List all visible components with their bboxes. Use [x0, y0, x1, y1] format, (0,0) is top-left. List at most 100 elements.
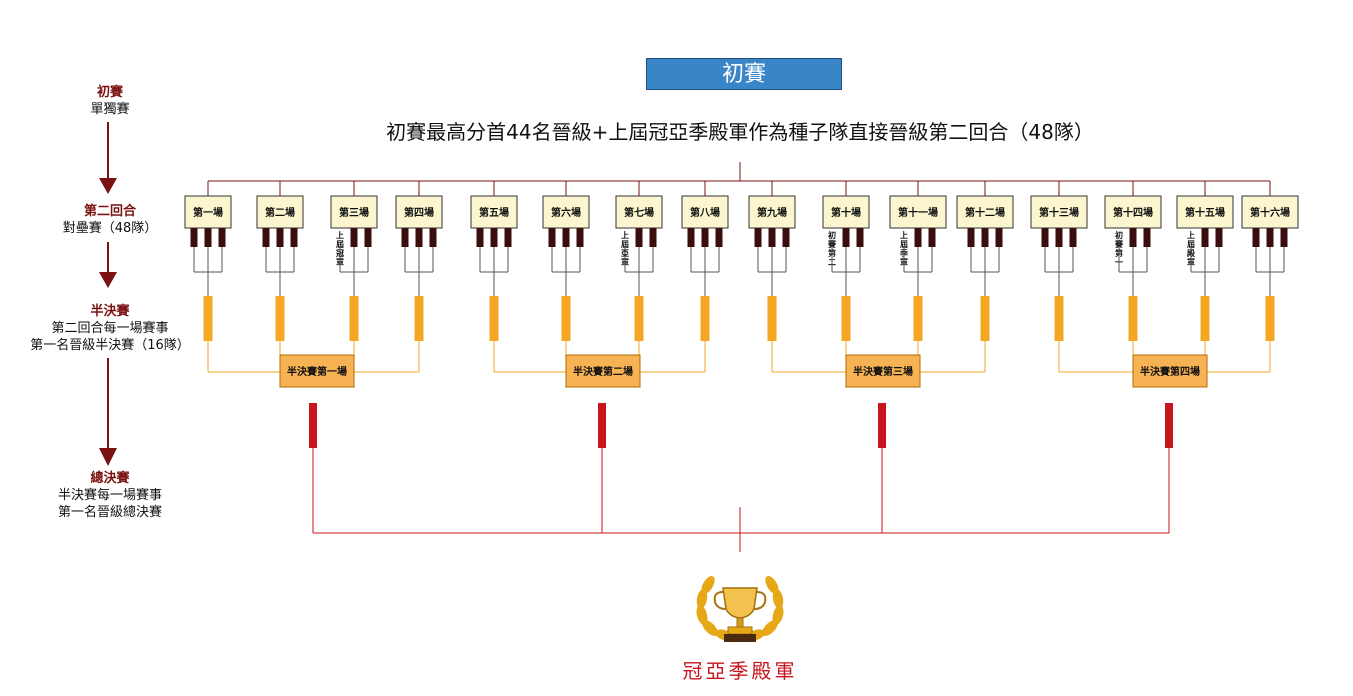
final-qualifier-bar — [1165, 403, 1173, 448]
trophy-icon — [696, 575, 784, 642]
semi-qualifier-bar — [841, 296, 851, 341]
semi-qualifier-bar — [414, 296, 424, 341]
final-qualifier-bar — [598, 403, 606, 448]
team-bar — [687, 228, 695, 247]
semi-qualifier-bar — [767, 296, 777, 341]
semifinal-label: 半決賽第一場 — [287, 365, 347, 378]
champion-label: 冠亞季殿軍 — [682, 659, 798, 683]
semi-qualifier-bar — [1128, 296, 1138, 341]
prelim-description: 初賽最高分首44名晉級+上屆冠亞季殿軍作為種子隊直接晉級第二回合（48隊） — [386, 120, 1094, 144]
semi-qualifier-bar — [275, 296, 285, 341]
semifinal-box — [565, 354, 641, 388]
match-label: 第十三場 — [1039, 206, 1079, 219]
match-box — [1176, 195, 1234, 229]
match-label: 第十一場 — [898, 206, 938, 219]
semi-qualifier-bar — [634, 296, 644, 341]
semifinal-box — [1132, 354, 1208, 388]
team-bar — [576, 228, 584, 247]
match-box — [681, 195, 729, 229]
team-bar — [1055, 228, 1063, 247]
team-bar — [562, 228, 570, 247]
semi-qualifier-bar — [700, 296, 710, 341]
match-box — [1030, 195, 1088, 229]
team-bar — [1266, 228, 1274, 247]
team-bar — [1215, 228, 1223, 247]
match-box — [822, 195, 870, 229]
match-box — [956, 195, 1014, 229]
match-box — [889, 195, 947, 229]
semifinal-label: 半決賽第四場 — [1140, 365, 1200, 378]
team-bar — [504, 228, 512, 247]
match-label: 第八場 — [690, 206, 720, 219]
stage-label-round2: 第二回合 對壘賽（48隊） — [62, 204, 158, 236]
team-bar — [782, 228, 790, 247]
semifinal-label: 半決賽第三場 — [853, 365, 913, 378]
semi-qualifier-bar — [349, 296, 359, 341]
prelim-header: 初賽 — [646, 58, 842, 90]
team-bar — [1252, 228, 1260, 247]
round2-group: 第一場第二場第三場上屆冠軍第四場第五場第六場第七場上屆亞軍第八場第九場第十場初賽… — [184, 162, 1299, 341]
semifinal-label: 半決賽第二場 — [573, 365, 633, 378]
stage-label-final: 總決賽 半決賽每一場賽事 第一名晉級總決賽 — [57, 471, 162, 520]
team-bar — [715, 228, 723, 247]
semifinal-box — [845, 354, 921, 388]
semi-qualifier-bar — [1200, 296, 1210, 341]
match-label: 第三場 — [339, 206, 369, 219]
final-qualifier-bar — [878, 403, 886, 448]
semi-qualifier-bar — [980, 296, 990, 341]
stage-label-semifinal: 半決賽 第二回合每一場賽事 第一名晉級半決賽（16隊） — [30, 304, 190, 353]
match-box — [330, 195, 378, 229]
final-group — [312, 448, 1170, 552]
team-bar — [701, 228, 709, 247]
match-label: 第十六場 — [1250, 206, 1290, 219]
team-bar — [1041, 228, 1049, 247]
team-bar — [1201, 228, 1209, 247]
semi-qualifier-bar — [489, 296, 499, 341]
match-box — [1241, 195, 1299, 229]
team-bar — [415, 228, 423, 247]
match-box — [470, 195, 518, 229]
final-qualifier-bar — [309, 403, 317, 448]
match-box — [542, 195, 590, 229]
team-bar — [429, 228, 437, 247]
match-label: 第十四場 — [1113, 206, 1153, 219]
team-bar — [649, 228, 657, 247]
match-label: 第七場 — [624, 206, 654, 219]
match-label: 第六場 — [551, 206, 581, 219]
team-bar — [476, 228, 484, 247]
match-label: 第四場 — [404, 206, 434, 219]
semi-qualifier-bar — [1054, 296, 1064, 341]
match-label: 第五場 — [479, 206, 509, 219]
team-bar — [967, 228, 975, 247]
match-box — [184, 195, 232, 229]
team-bar — [914, 228, 922, 247]
match-label: 第十二場 — [965, 206, 1005, 219]
team-bar — [981, 228, 989, 247]
team-bar — [190, 228, 198, 247]
team-bar — [1143, 228, 1151, 247]
team-bar — [842, 228, 850, 247]
stage-label-prelim: 初賽 單獨賽 — [90, 85, 130, 117]
team-bar — [754, 228, 762, 247]
team-bar — [262, 228, 270, 247]
team-bar — [1280, 228, 1288, 247]
match-box — [256, 195, 304, 229]
semi-qualifier-bar — [1265, 296, 1275, 341]
team-bar — [635, 228, 643, 247]
match-label: 第一場 — [193, 206, 223, 219]
team-bar — [401, 228, 409, 247]
semi-qualifier-bar — [203, 296, 213, 341]
team-bar — [1129, 228, 1137, 247]
team-bar — [350, 228, 358, 247]
team-bar — [364, 228, 372, 247]
team-bar — [856, 228, 864, 247]
team-bar — [768, 228, 776, 247]
team-bar — [1069, 228, 1077, 247]
semi-qualifier-bar — [913, 296, 923, 341]
semifinal-box — [279, 354, 355, 388]
stage-arrows — [99, 122, 117, 466]
team-bar — [995, 228, 1003, 247]
match-label: 第九場 — [757, 206, 787, 219]
